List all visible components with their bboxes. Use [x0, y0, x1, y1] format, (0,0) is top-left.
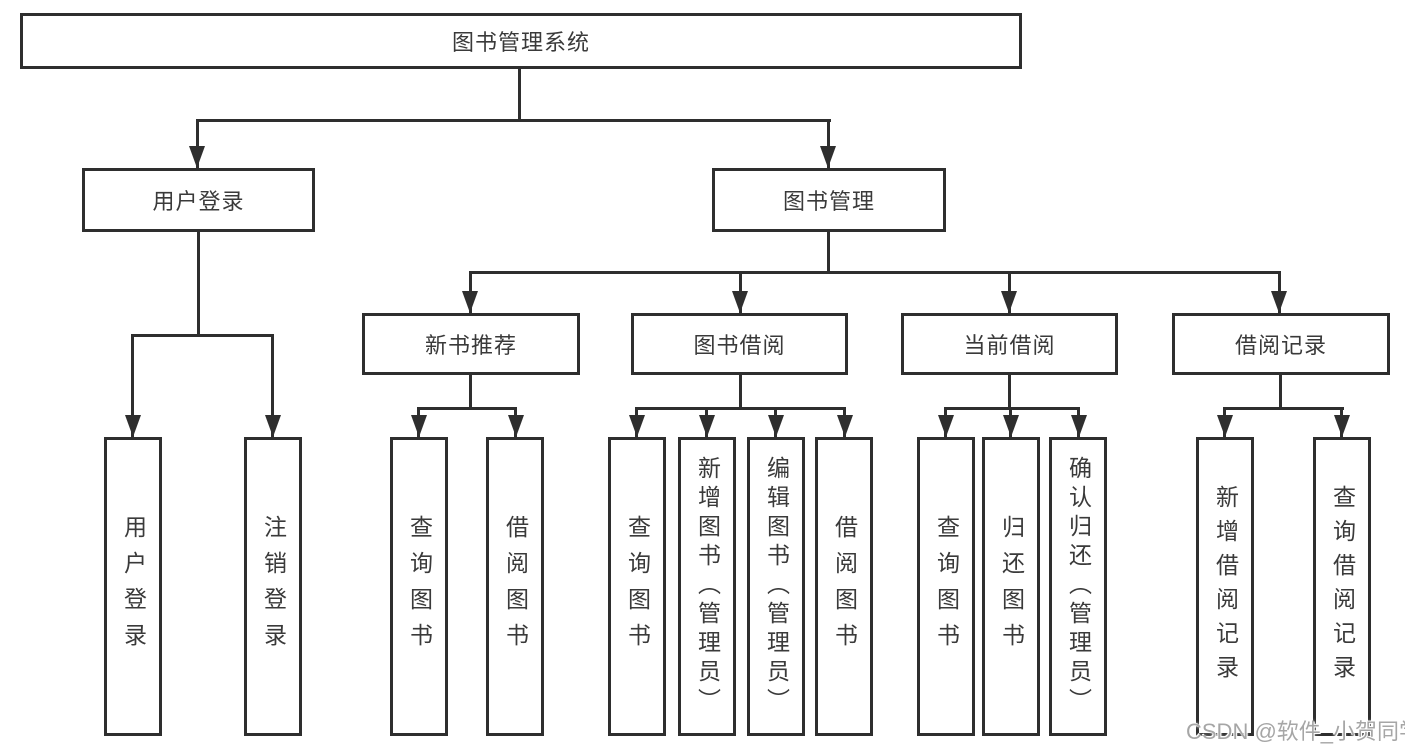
leaf-bb-query-books: 查询图书 [608, 437, 666, 736]
connector-user-login-bar [131, 334, 274, 337]
leaf-label: 注销登录 [260, 514, 287, 659]
leaf-label: 编辑图书（管理员） [763, 456, 790, 717]
node-label: 图书管理 [782, 189, 875, 214]
connector-user-login-trunk [197, 230, 200, 337]
arrowhead-leaf-login [125, 415, 141, 437]
connector-new-book-bar [417, 407, 517, 410]
connector-new-book-trunk [469, 373, 472, 410]
arrowhead-nb-borrow [508, 415, 524, 437]
arrowhead-bb-add [699, 415, 715, 437]
arrowhead-leaf-logout [265, 415, 281, 437]
connector-borrow-record-bar [1223, 407, 1344, 410]
leaf-bb-add-books-admin: 新增图书（管理员） [678, 437, 736, 736]
connector-level2-bar [196, 119, 831, 122]
leaf-label: 确认归还（管理员） [1065, 456, 1092, 717]
leaf-bb-edit-books-admin: 编辑图书（管理员） [747, 437, 805, 736]
leaf-label: 借阅图书 [502, 514, 529, 659]
connector-root-trunk [518, 67, 521, 121]
node-borrow-records: 借阅记录 [1172, 313, 1390, 375]
connector-book-management-trunk [827, 230, 830, 274]
node-current-borrow: 当前借阅 [901, 313, 1118, 375]
node-book-borrow: 图书借阅 [631, 313, 848, 375]
node-label: 图书借阅 [693, 333, 786, 358]
arrowhead-user-login [189, 146, 205, 168]
leaf-cb-return-books: 归还图书 [982, 437, 1040, 736]
arrowhead-nb-query [411, 415, 427, 437]
leaf-label: 查询图书 [624, 514, 651, 659]
node-user-login: 用户登录 [82, 168, 315, 232]
leaf-label: 查询图书 [406, 514, 433, 659]
leaf-label: 新增图书（管理员） [694, 456, 721, 717]
arrowhead-bb-edit [768, 415, 784, 437]
leaf-label: 查询借阅记录 [1329, 484, 1356, 689]
leaf-br-query-record: 查询借阅记录 [1313, 437, 1371, 736]
node-new-book-recommend: 新书推荐 [362, 313, 580, 375]
arrowhead-new-book [462, 291, 478, 313]
node-label: 用户登录 [152, 189, 245, 214]
connector-drop-book-management [827, 119, 830, 168]
arrowhead-br-query [1334, 415, 1350, 437]
leaf-label: 查询图书 [933, 514, 960, 659]
arrowhead-cb-confirm [1071, 415, 1087, 437]
connector-current-borrow-trunk [1008, 373, 1011, 410]
arrowhead-bb-query [629, 415, 645, 437]
node-label: 当前借阅 [963, 333, 1056, 358]
leaf-br-add-record: 新增借阅记录 [1196, 437, 1254, 736]
connector-borrow-record-trunk [1279, 373, 1282, 410]
arrowhead-book-borrow [732, 291, 748, 313]
leaf-bb-borrow-books: 借阅图书 [815, 437, 873, 736]
connector-book-borrow-trunk [739, 373, 742, 410]
leaf-nb-borrow-books: 借阅图书 [486, 437, 544, 736]
arrowhead-cb-query [938, 415, 954, 437]
connector-drop-user-login [196, 119, 199, 168]
leaf-user-login: 用户登录 [104, 437, 162, 736]
connector-book-borrow-bar [635, 407, 846, 410]
connector-drop-leaf-login [131, 334, 134, 437]
arrowhead-current-borrow [1001, 291, 1017, 313]
connector-current-borrow-bar [944, 407, 1080, 410]
arrowhead-borrow-record [1271, 291, 1287, 313]
arrowhead-bb-borrow [837, 415, 853, 437]
leaf-cb-query-books: 查询图书 [917, 437, 975, 736]
connector-level3-bar [469, 271, 1280, 274]
leaf-cb-confirm-return-admin: 确认归还（管理员） [1049, 437, 1107, 736]
leaf-logout: 注销登录 [244, 437, 302, 736]
node-label: 借阅记录 [1234, 333, 1327, 358]
connector-drop-leaf-logout [271, 334, 274, 437]
node-book-management: 图书管理 [712, 168, 946, 232]
leaf-label: 借阅图书 [831, 514, 858, 659]
leaf-nb-query-books: 查询图书 [390, 437, 448, 736]
node-library-management-system: 图书管理系统 [20, 13, 1022, 69]
csdn-watermark: CSDN @软件_小贺同学 [1186, 719, 1405, 744]
node-label: 新书推荐 [424, 333, 517, 358]
leaf-label: 新增借阅记录 [1212, 484, 1239, 689]
node-label: 图书管理系统 [451, 30, 590, 55]
arrowhead-br-add [1217, 415, 1233, 437]
leaf-label: 用户登录 [120, 514, 147, 659]
leaf-label: 归还图书 [998, 514, 1025, 659]
arrowhead-cb-return [1003, 415, 1019, 437]
arrowhead-book-management [820, 146, 836, 168]
